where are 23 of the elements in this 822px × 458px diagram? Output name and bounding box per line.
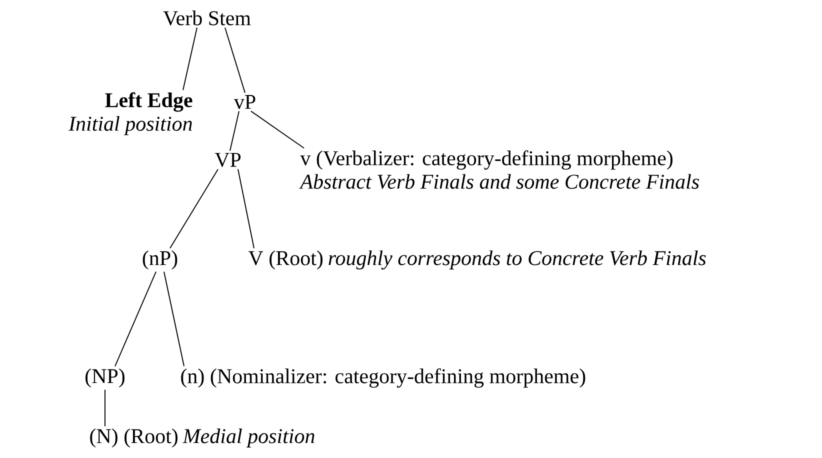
tree-branch [238, 168, 254, 249]
tree-node-label: V (Root) [248, 250, 323, 270]
tree-branch [230, 110, 240, 152]
tree-node-label: (N) (Root) [90, 428, 178, 448]
tree-branch [114, 271, 156, 367]
tree-node-label: (nP) [142, 250, 178, 270]
tree-branch [182, 27, 198, 91]
annotation-text: roughly corresponds to Concrete Verb Finals [328, 250, 706, 270]
tree-node-label: Verb Stem [163, 10, 251, 26]
tree-node-label: (NP) [86, 368, 124, 388]
tree-branch [224, 27, 246, 94]
tree-branch [250, 110, 304, 149]
tree-branch [164, 271, 184, 367]
tree-node-label: (n) (Nominalizer: category-defining morpheme) [181, 368, 586, 388]
tree-node-label: v (Verbalizer: category-defining morpheme) [300, 150, 672, 170]
annotation-text: Medial position [182, 428, 314, 448]
tree-branch [104, 389, 106, 427]
tree-branch [170, 168, 218, 249]
annotation-text: Initial position [68, 116, 192, 136]
tree-node-label: vP [234, 95, 256, 109]
annotation-text: Abstract Verb Finals and some Concrete Finals [299, 174, 699, 189]
tree-node-label: Left Edge [105, 92, 192, 112]
tree-node-label: VP [214, 152, 241, 168]
